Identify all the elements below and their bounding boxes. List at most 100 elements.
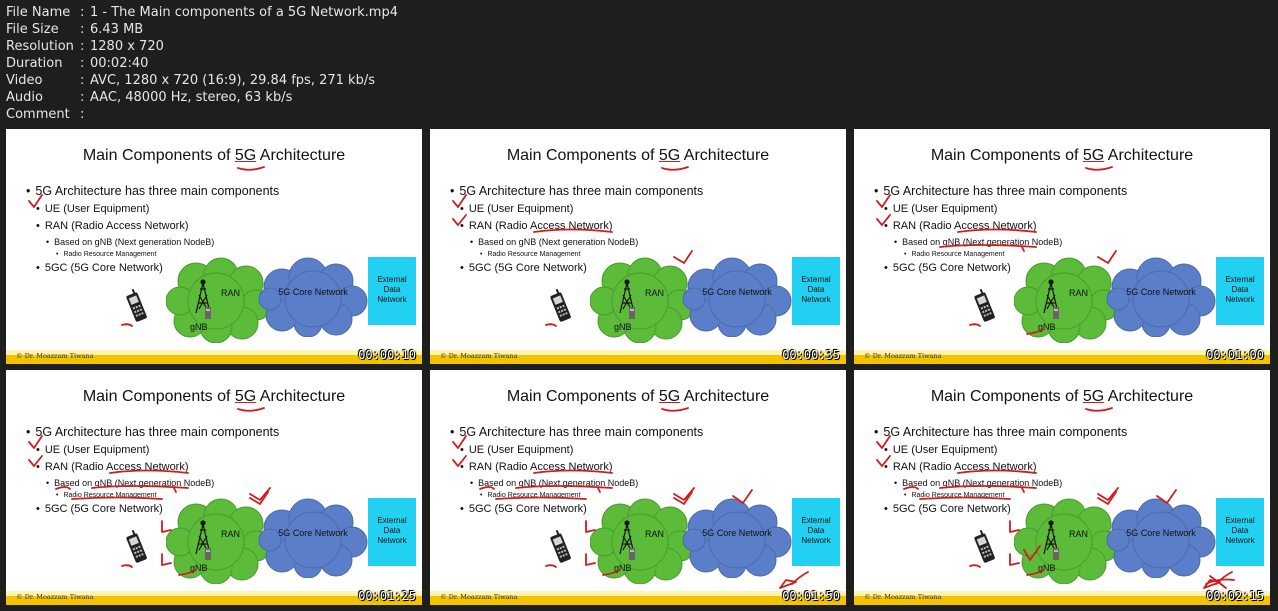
file-info-separator: : (80, 107, 85, 122)
bullet-dot: • (36, 203, 40, 215)
bullet-ue: •UE (User Equipment) (460, 444, 573, 456)
timestamp-overlay: 00:01:00 (1206, 348, 1264, 362)
bullet-ue: • UE (User Equipment) (36, 203, 149, 215)
bullet-ue: •UE (User Equipment) (36, 444, 149, 456)
core-network-cloud-icon (258, 498, 368, 578)
core-network-cloud-icon (682, 257, 792, 337)
bullet-dot: • (460, 444, 464, 456)
timestamp-overlay: 00:02:15 (1206, 589, 1264, 603)
file-info-key: Comment (6, 107, 70, 122)
external-data-network-box (1216, 498, 1264, 566)
slide-footer-accent (430, 596, 846, 605)
file-info-key: Video (6, 73, 43, 88)
annotation-stroke (1085, 166, 1113, 171)
video-thumbnail[interactable]: Main Components of 5G Architecture •5G A… (430, 129, 846, 364)
core-network-label: 5G Core Network (1126, 287, 1196, 297)
bullet-rrm: •Radio Resource Management (904, 492, 1004, 499)
annotation-stroke (661, 407, 689, 412)
bullet-rrm-text: Radio Resource Management (63, 492, 157, 499)
bullet-ran-text: RAN (Radio Access Network) (468, 461, 613, 473)
slide-title-post: Architecture (1104, 388, 1194, 405)
bullet-5gc-text: 5GC (5G Core Network) (44, 503, 163, 515)
bullet-main-text: 5G Architecture has three main component… (883, 184, 1128, 198)
gnb-label: gNB (190, 322, 208, 332)
bullet-ue-text: UE (User Equipment) (44, 444, 150, 456)
bullet-gnb: •Based on gNB (Next generation NodeB) (46, 237, 214, 247)
bullet-dot: • (46, 478, 50, 488)
bullet-dot: • (884, 203, 888, 215)
ran-label: RAN (1069, 288, 1089, 298)
video-thumbnail[interactable]: Main Components of 5G Architecture • 5G A… (430, 370, 846, 605)
slide-title: Main Components of 5G Architecture (430, 388, 846, 406)
slide-title-pre: Main Components of (930, 388, 1083, 405)
bullet-5gc-text: 5GC (5G Core Network) (468, 503, 587, 515)
gnb-label: gNB (1038, 563, 1056, 573)
slide-title: Main Components of 5G Architecture (854, 388, 1270, 406)
ran-cloud-icon (590, 257, 696, 343)
slide-title-5g: 5G (658, 388, 681, 405)
bullet-dot: • (884, 461, 888, 473)
ran-label: RAN (221, 529, 241, 539)
bullet-main: •5G Architecture has three main componen… (874, 425, 1127, 439)
file-info-key: Audio (6, 90, 43, 105)
slide-title-pre: Main Components of (506, 147, 659, 164)
bullet-ue-text: UE (User Equipment) (44, 203, 150, 215)
cell-tower-icon (619, 520, 635, 560)
bullet-gnb: •Based on gNB (Next generation NodeB) (470, 478, 638, 488)
bullet-ran-text: RAN (Radio Access Network) (44, 220, 189, 232)
file-info-value: 1280 x 720 (90, 39, 164, 54)
video-thumbnail[interactable]: Main Components of 5G Architecture •5G A… (6, 129, 422, 364)
bullet-gnb-text: Based on gNB (Next generation NodeB) (54, 478, 215, 488)
bullet-gnb: •Based on gNB (Next generation NodeB) (894, 478, 1062, 488)
slide-title: Main Components of 5G Architecture (854, 147, 1270, 165)
file-info-value: AVC, 1280 x 720 (16:9), 29.84 fps, 271 k… (90, 73, 375, 88)
bullet-5gc: •5GC (5G Core Network) (36, 262, 163, 274)
bullet-main-text: 5G Architecture has three main component… (459, 184, 704, 198)
file-info-row: Audio : AAC, 48000 Hz, stereo, 63 kb/s (6, 89, 398, 106)
ran-cloud-icon (590, 498, 696, 584)
bullet-dot: • (884, 262, 888, 274)
slide-title-post: Architecture (1104, 147, 1194, 164)
file-info-value: AAC, 48000 Hz, stereo, 63 kb/s (90, 90, 293, 105)
bullet-rrm: •Radio Resource Management (56, 492, 156, 499)
bullet-gnb-text: Based on gNB (Next generation NodeB) (902, 478, 1063, 488)
bullet-dot: • (56, 251, 59, 258)
file-info-separator: : (80, 90, 85, 105)
ran-label: RAN (1069, 529, 1089, 539)
bullet-rrm: •Radio Resource Management (904, 251, 1004, 258)
external-data-network-label: External Data Network (801, 275, 831, 304)
bullet-rrm: •Radio Resource Management (480, 492, 580, 499)
timestamp-overlay: 00:01:25 (358, 589, 416, 603)
bullet-dot: • (470, 237, 474, 247)
video-thumbnail[interactable]: Main Components of 5G Architecture •5G A… (6, 370, 422, 605)
file-info-row: Duration : 00:02:40 (6, 55, 398, 72)
bullet-main-text: 5G Architecture has three main component… (35, 184, 280, 198)
bullet-main-text: 5G Architecture has three main component… (459, 425, 704, 439)
video-thumbnail[interactable]: Main Components of 5G Architecture •5G A… (854, 370, 1270, 605)
video-thumbnail[interactable]: Main Components of 5G Architecture • 5G A… (854, 129, 1270, 364)
cell-tower-icon (195, 279, 211, 319)
file-info-key: File Name (6, 5, 71, 20)
bullet-ue: •UE (User Equipment) (460, 203, 573, 215)
file-info-row: Resolution : 1280 x 720 (6, 38, 398, 55)
external-data-network-box (368, 257, 416, 325)
external-data-network-box (792, 498, 840, 566)
bullet-5gc: •5GC (5G Core Network) (460, 262, 587, 274)
bullet-main: •5G Architecture has three main componen… (26, 425, 279, 439)
bullet-ran: •RAN (Radio Access Network) (36, 461, 189, 473)
file-info-row: File Name : 1 - The Main components of a… (6, 4, 398, 21)
slide-title-post: Architecture (680, 147, 770, 164)
bullet-gnb: •Based on gNB (Next generation NodeB) (894, 237, 1062, 247)
slide-title-post: Architecture (256, 388, 346, 405)
bullet-dot: • (904, 492, 907, 499)
bullet-main: • 5G Architecture has three main componen… (450, 425, 703, 439)
slide-footer-accent (430, 355, 846, 364)
bullet-dot: • (884, 503, 888, 515)
external-data-network-box (792, 257, 840, 325)
external-data-network-label: External Data Network (377, 275, 407, 304)
file-info-separator: : (80, 22, 85, 37)
slide-credit: © Dr. Moazzam Tiwana (440, 593, 518, 601)
bullet-dot: • (450, 425, 455, 439)
bullet-dot: • (470, 478, 474, 488)
file-info-separator: : (80, 5, 85, 20)
